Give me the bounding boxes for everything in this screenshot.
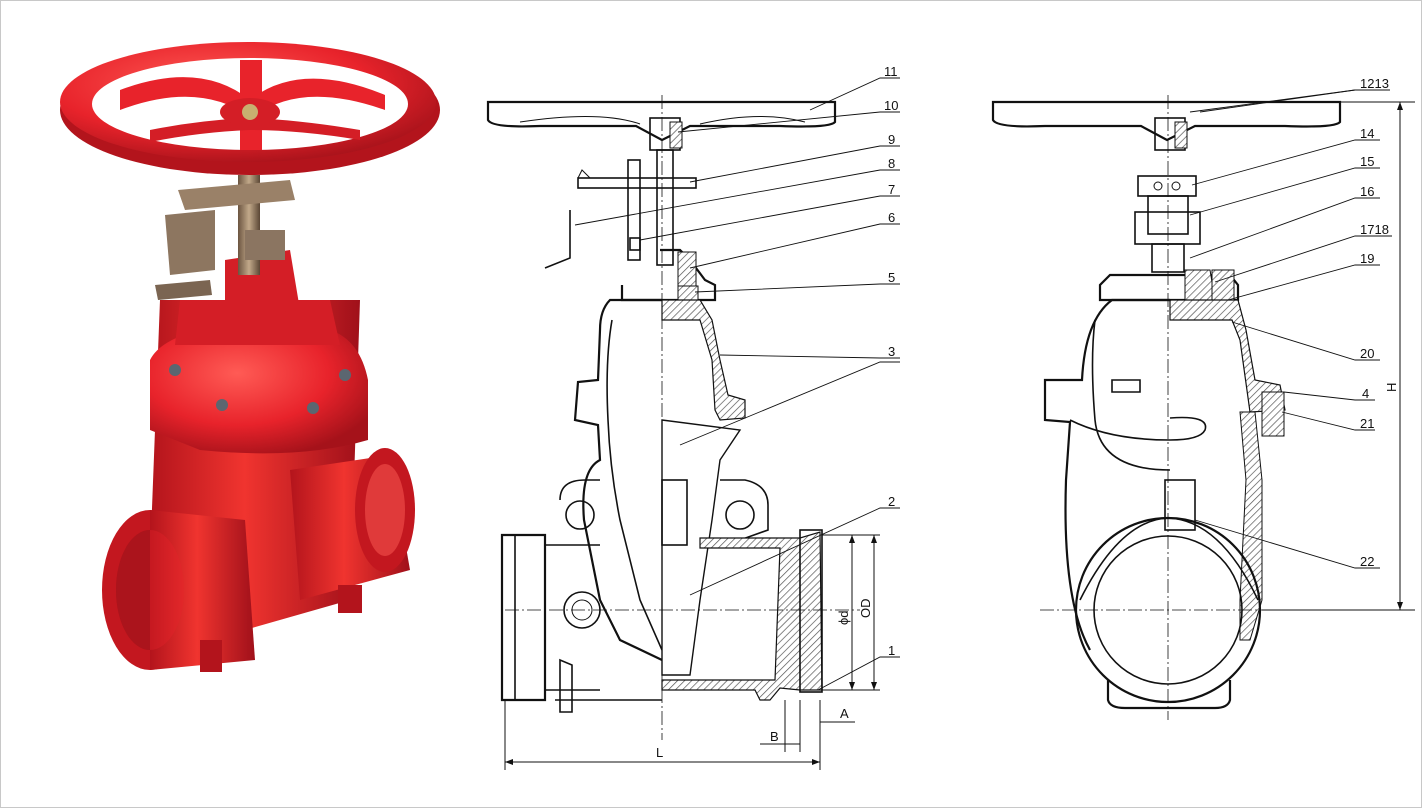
callout-5: 5 [888, 270, 895, 285]
callout-4: 4 [1362, 386, 1369, 401]
callout-1213: 1213 [1360, 76, 1389, 91]
callout-1: 1 [888, 643, 895, 658]
valve-stem [155, 175, 300, 318]
callout-3: 3 [888, 344, 895, 359]
dim-L: L [656, 745, 663, 760]
callout-15: 15 [1360, 154, 1374, 169]
callout-21: 21 [1360, 416, 1374, 431]
callout-19: 19 [1360, 251, 1374, 266]
dim-H: H [1384, 383, 1399, 392]
callout-10: 10 [884, 98, 898, 113]
callout-14: 14 [1360, 126, 1374, 141]
callout-20: 20 [1360, 346, 1374, 361]
callout-2: 2 [888, 494, 895, 509]
dim-d: ϕd [836, 610, 851, 625]
callout-22: 22 [1360, 554, 1374, 569]
dim-A: A [840, 706, 849, 721]
valve-body [102, 280, 415, 672]
callout-8: 8 [888, 156, 895, 171]
dim-B: B [770, 729, 779, 744]
callout-7: 7 [888, 182, 895, 197]
callout-9: 9 [888, 132, 895, 147]
right-side-view [991, 89, 1415, 720]
valve-photo [60, 42, 440, 672]
callout-6: 6 [888, 210, 895, 225]
callout-1718: 1718 [1360, 222, 1389, 237]
dimension-labels: L B A ϕd OD H [656, 383, 1399, 760]
callout-16: 16 [1360, 184, 1374, 199]
right-callout-labels: 1213 14 15 16 1718 19 20 4 21 22 [1360, 76, 1389, 569]
handwheel [60, 42, 440, 175]
left-callout-labels: 11 10 9 8 7 6 5 3 2 1 [884, 64, 898, 658]
dim-OD: OD [858, 599, 873, 619]
left-section-view [486, 77, 900, 770]
callout-11: 11 [884, 64, 898, 79]
